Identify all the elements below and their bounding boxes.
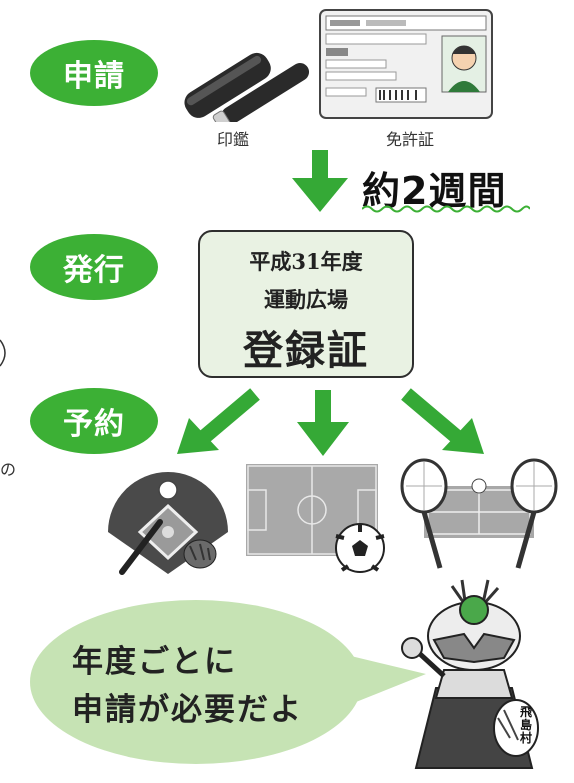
step-issue-label: 発行 <box>63 253 125 288</box>
speech-bubble-text: 年度ごとに 申請が必要だよ <box>72 638 332 734</box>
seal-caption: 印鑑 <box>216 130 249 149</box>
registration-certificate: 平成31年度 運動広場 登録証 <box>198 230 414 378</box>
mascot-badge-text: 飛島村 <box>520 705 533 745</box>
tennis-court-icon <box>400 458 558 569</box>
step-apply-badge: 申請 <box>30 40 158 106</box>
duration-underline <box>362 205 530 213</box>
arrow-right-diagonal-icon <box>401 388 484 454</box>
arrow-center-down-icon <box>297 390 349 456</box>
soccer-field-icon <box>246 464 385 573</box>
speech-bubble <box>30 600 426 764</box>
baseball-field-icon <box>108 472 228 575</box>
seal-stamp-icon <box>184 52 310 122</box>
speech-line-2: 申請が必要だよ <box>72 692 303 728</box>
step-apply-label: 申請 <box>63 59 125 94</box>
step-reserve-badge: 予約 <box>30 388 158 454</box>
left-edge-text: の <box>0 460 17 479</box>
certificate-facility: 運動広場 <box>264 287 348 312</box>
step-reserve-label: 予約 <box>63 407 125 442</box>
step-issue-badge: 発行 <box>30 234 158 300</box>
mascot-character <box>401 579 539 769</box>
speech-line-1: 年度ごとに <box>72 644 237 680</box>
arrow-left-diagonal-icon <box>177 388 260 454</box>
license-caption: 免許証 <box>385 130 434 149</box>
certificate-title: 登録証 <box>243 327 369 374</box>
left-edge-bracket <box>0 339 6 367</box>
license-card-icon <box>319 9 493 119</box>
certificate-year: 平成31年度 <box>249 249 363 274</box>
down-arrow-icon <box>292 150 348 212</box>
